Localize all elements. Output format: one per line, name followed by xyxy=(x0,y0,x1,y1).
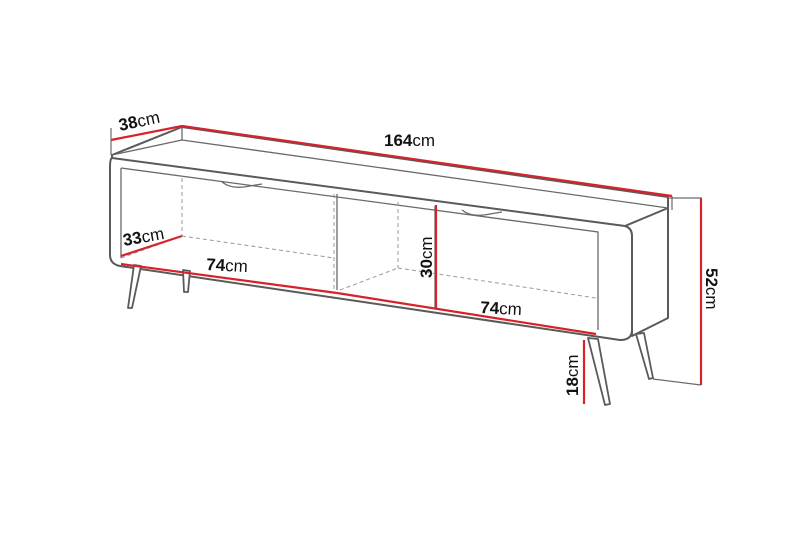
right-width-label: 74cm xyxy=(480,298,523,319)
depth-label: 38cm xyxy=(117,108,162,135)
depth-dim-line xyxy=(110,124,183,142)
leg-front-right xyxy=(587,337,611,406)
legs xyxy=(127,264,654,406)
width-dim-line xyxy=(181,124,673,198)
inner-depth-dim-line xyxy=(120,234,183,258)
left-width-dim-line xyxy=(120,262,338,295)
cabinet-body xyxy=(109,126,669,341)
width-label: 164cm xyxy=(384,131,435,150)
leg-front-left xyxy=(127,264,142,309)
leg-back-right xyxy=(635,332,654,380)
compartment-height-label: 30cm xyxy=(417,236,436,278)
dimension-lines xyxy=(110,124,703,404)
right-width-dim-line xyxy=(336,291,597,336)
left-width-label: 74cm xyxy=(206,255,249,276)
total-height-label: 52cm xyxy=(702,268,721,310)
dimension-labels: 38cm 164cm 33cm 74cm 30cm 74cm 52cm 18cm xyxy=(117,108,721,396)
leg-height-label: 18cm xyxy=(563,354,582,396)
leg-back-left xyxy=(182,269,191,293)
inner-depth-label: 33cm xyxy=(121,224,165,250)
